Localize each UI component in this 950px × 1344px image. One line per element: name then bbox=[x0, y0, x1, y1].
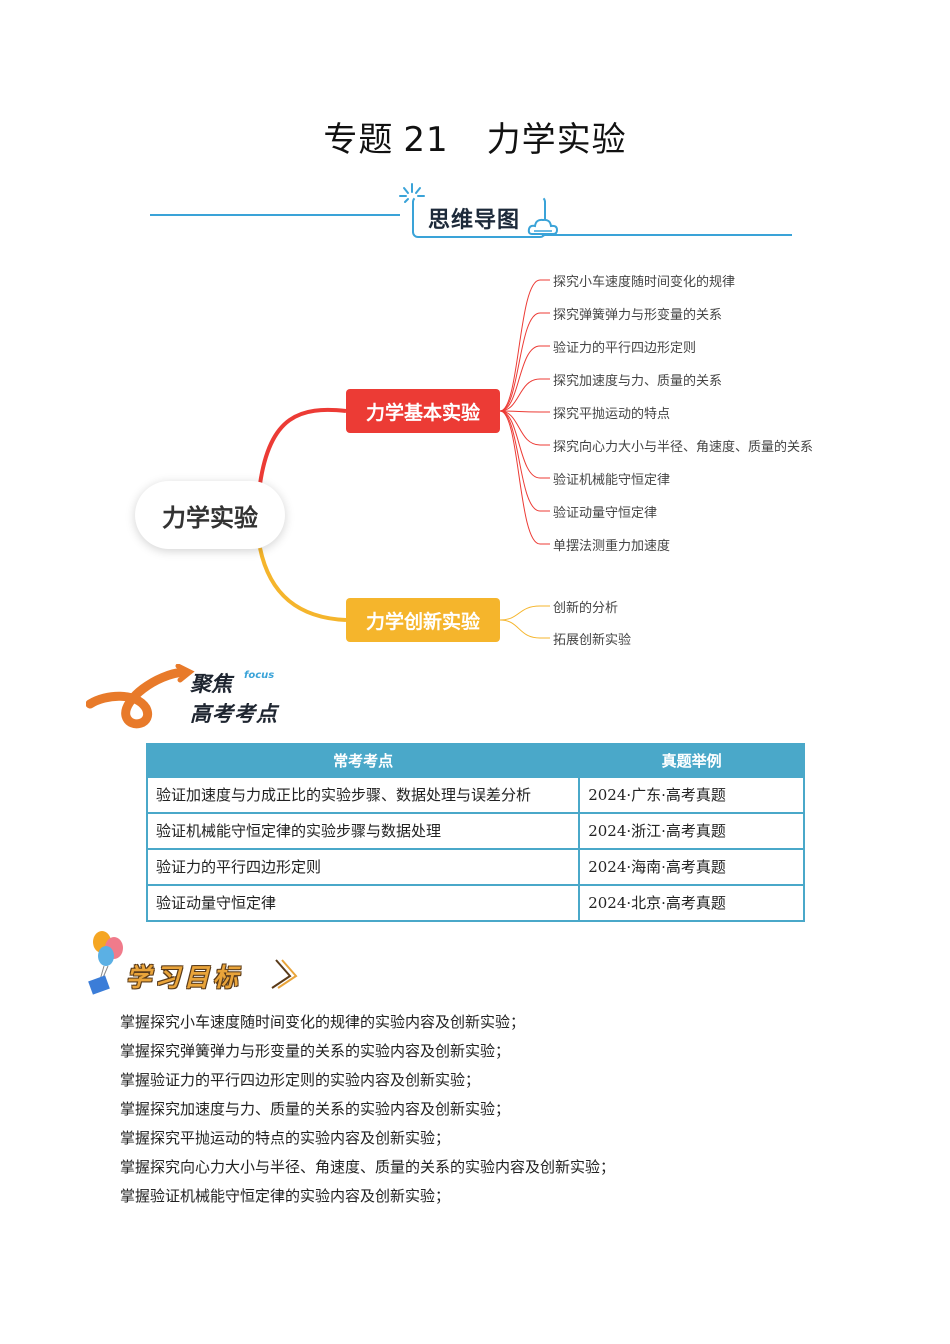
goal-item: 掌握探究向心力大小与半径、角速度、质量的关系的实验内容及创新实验； bbox=[120, 1158, 616, 1176]
leaf-item: 探究小车速度随时间变化的规律 bbox=[553, 275, 736, 290]
table-cell: 2024·浙江·高考真题 bbox=[578, 812, 805, 850]
table-cell: 2024·北京·高考真题 bbox=[578, 884, 805, 922]
learning-goals-list: 掌握探究小车速度随时间变化的规律的实验内容及创新实验； 掌握探究弹簧弹力与形变量… bbox=[120, 1008, 615, 1211]
table-cell: 验证动量守恒定律 bbox=[145, 884, 581, 922]
goal-item: 掌握验证机械能守恒定律的实验内容及创新实验； bbox=[120, 1187, 451, 1205]
leaf-item: 探究平抛运动的特点 bbox=[553, 407, 671, 422]
table-header-row: 常考考点 真题举例 bbox=[145, 743, 805, 778]
table-cell: 验证力的平行四边形定则 bbox=[145, 848, 581, 886]
leaf-item: 探究向心力大小与半径、角速度、质量的关系 bbox=[553, 440, 814, 455]
table-row: 验证力的平行四边形定则 2024·海南·高考真题 bbox=[145, 848, 805, 886]
branch-innovation-experiments: 力学创新实验 bbox=[346, 598, 500, 642]
branch-basic-experiments: 力学基本实验 bbox=[346, 389, 500, 433]
leaf-item: 拓展创新实验 bbox=[553, 633, 632, 648]
goal-item: 掌握探究小车速度随时间变化的规律的实验内容及创新实验； bbox=[120, 1013, 526, 1031]
table-cell: 2024·海南·高考真题 bbox=[578, 848, 805, 886]
leaf-item: 探究弹簧弹力与形变量的关系 bbox=[553, 308, 723, 323]
goal-item: 掌握探究加速度与力、质量的关系的实验内容及创新实验； bbox=[120, 1100, 511, 1118]
focus-title-sub: focus bbox=[244, 670, 275, 681]
mindmap-header-label: 思维导图 bbox=[428, 208, 521, 233]
exam-points-table: 常考考点 真题举例 验证加速度与力成正比的实验步骤、数据处理与误差分析 2024… bbox=[145, 743, 805, 922]
table-row: 验证动量守恒定律 2024·北京·高考真题 bbox=[145, 884, 805, 922]
leaf-item: 创新的分析 bbox=[553, 601, 619, 616]
table-row: 验证加速度与力成正比的实验步骤、数据处理与误差分析 2024·广东·高考真题 bbox=[145, 776, 805, 814]
header-line-left bbox=[150, 214, 400, 216]
mind-map: 力学实验 力学基本实验 力学创新实验 探究小车速度随时间变化的规律 探究弹簧弹力… bbox=[120, 256, 840, 656]
header-line-right bbox=[542, 234, 792, 236]
title-prefix: 专题 bbox=[323, 120, 394, 160]
goal-item: 掌握验证力的平行四边形定则的实验内容及创新实验； bbox=[120, 1071, 481, 1089]
goal-item: 掌握探究弹簧弹力与形变量的关系的实验内容及创新实验； bbox=[120, 1042, 511, 1060]
focus-title-line1: 聚焦 bbox=[190, 672, 232, 696]
mindmap-section-header: 思维导图 bbox=[150, 180, 800, 242]
table-cell: 验证机械能守恒定律的实验步骤与数据处理 bbox=[145, 812, 581, 850]
table-cell: 验证加速度与力成正比的实验步骤、数据处理与误差分析 bbox=[145, 776, 581, 814]
leaf-item: 验证力的平行四边形定则 bbox=[553, 341, 697, 356]
focus-title-line2: 高考考点 bbox=[190, 702, 278, 726]
leaf-item: 单摆法测重力加速度 bbox=[553, 539, 671, 554]
focus-section-header: 聚焦 focus 高考考点 bbox=[85, 663, 306, 734]
cloud-icon bbox=[527, 218, 559, 235]
leaf-item: 验证机械能守恒定律 bbox=[553, 473, 671, 488]
goals-header-label: 学习目标 bbox=[126, 963, 243, 992]
table-header-cell: 真题举例 bbox=[578, 743, 805, 778]
balloons-icon bbox=[88, 931, 298, 995]
mind-map-connectors bbox=[258, 279, 550, 639]
title-name: 力学实验 bbox=[486, 120, 627, 160]
table-header-cell: 常考考点 bbox=[145, 743, 581, 778]
leaf-item: 验证动量守恒定律 bbox=[553, 506, 658, 521]
mindmap-root: 力学实验 bbox=[135, 481, 285, 549]
title-number: 21 bbox=[403, 120, 449, 160]
leaf-item: 探究加速度与力、质量的关系 bbox=[553, 374, 723, 389]
table-row: 验证机械能守恒定律的实验步骤与数据处理 2024·浙江·高考真题 bbox=[145, 812, 805, 850]
sparkle-icon bbox=[399, 183, 425, 203]
swirl-arrow-icon bbox=[85, 663, 195, 729]
table-cell: 2024·广东·高考真题 bbox=[578, 776, 805, 814]
header-box bbox=[412, 196, 546, 238]
goals-section-header: 学习目标 bbox=[86, 930, 306, 1000]
goal-item: 掌握探究平抛运动的特点的实验内容及创新实验； bbox=[120, 1129, 451, 1147]
